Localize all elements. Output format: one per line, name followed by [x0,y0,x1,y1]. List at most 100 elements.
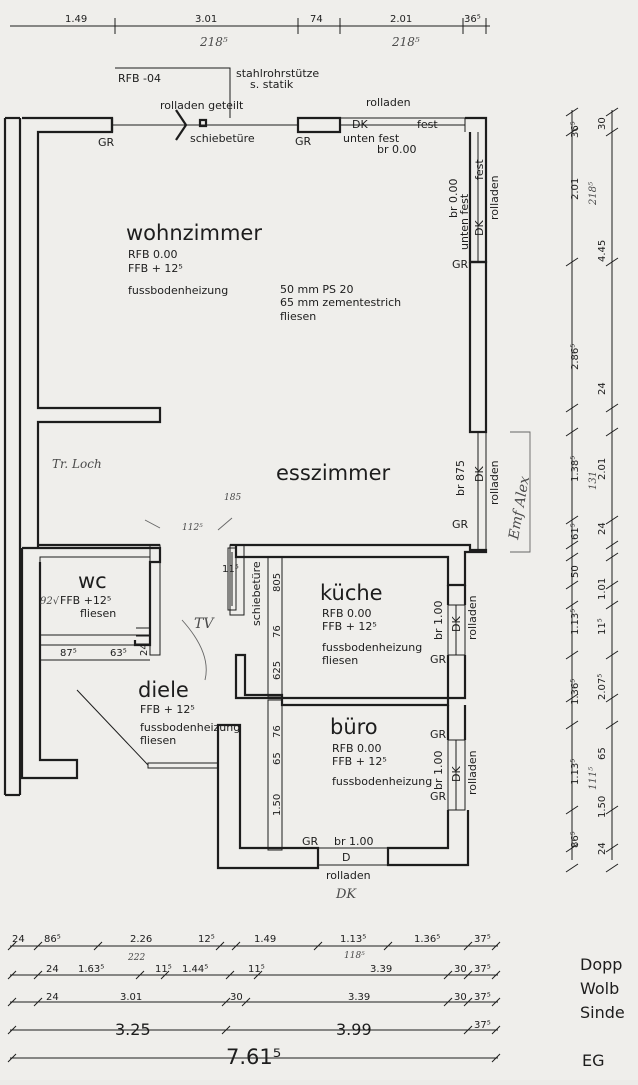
b4-1: 3.25 [115,1020,151,1039]
title-block: Dopp Wolb Sinde EG [580,955,625,1070]
kueche-ffb: FFB + 12⁵ [322,620,377,633]
kueche-dim-76: 76 [272,625,283,638]
diele-title: diele [138,678,189,702]
dimension-tick [491,970,501,980]
buero-dim-150: 1.50 [272,794,283,816]
rd-8: 2.01 [597,458,608,480]
dimension-tick [605,863,619,873]
b1-2: 86⁵ [44,934,61,945]
rd-hand-1: 218⁵ [588,182,599,206]
top-dim-3: 74 [310,14,323,25]
rd-10: 24 [597,522,608,535]
kueche-dk: DK [450,616,463,632]
gr-label-4: GR [452,518,469,531]
b3-6: 37⁵ [474,992,491,1003]
top-dim-5: 36⁵ [464,14,481,25]
diele-fliesen: fliesen [140,734,176,747]
rd-16: 2.07⁵ [597,674,608,700]
buero-bottom-d: D [342,851,350,864]
dimension-tick [33,997,43,1007]
rd-13: 1.13⁵ [570,609,581,635]
top-dk-label: DK [352,118,368,131]
dimension-tick [565,403,579,413]
gr-label-2: GR [295,135,312,148]
dimension-tick [565,257,579,267]
wohnzimmer-spec-2: 65 mm zementestrich [280,296,401,309]
dimension-tick [443,997,453,1007]
rw-unten-fest: unten fest [458,193,471,250]
dimension-tick [463,941,473,951]
b2-7: 30 [454,964,467,975]
b1-5: 1.49 [254,934,276,945]
buero-ffb: FFB + 12⁵ [332,755,387,768]
wc-fliesen: fliesen [80,607,116,620]
stahl-label-2: s. statik [250,78,294,91]
dimension-tick [135,970,145,980]
walls [3,109,488,870]
buero-rolladen: rolladen [466,750,479,795]
dimension-tick [7,1053,17,1063]
right-window-labels: br 0.00 unten fest DK fest rolladen br 8… [447,159,501,505]
dimension-tick [7,997,17,1007]
top-hand-2: 218⁵ [391,35,420,49]
room-diele: diele FFB + 12⁵ fussbodenheizung fliesen [138,678,240,747]
b1-hand-2: 118⁵ [344,951,365,961]
wohnzimmer-heating: fussbodenheizung [128,284,228,297]
top-dim-1: 1.49 [65,14,87,25]
rw-rolladen2: rolladen [488,460,501,505]
top-dim-2: 3.01 [195,14,217,25]
dimension-tick [33,941,43,951]
dimension-tick [565,540,579,550]
buero-dim-76: 76 [272,725,283,738]
kueche-gr: GR [430,653,447,666]
dimension-tick [463,970,473,980]
stahl-label-1: stahlrohrstütze [236,67,319,80]
top-fest-label: fest [417,118,438,131]
dimension-tick [93,941,103,951]
dimension-tick [565,843,579,853]
dimension-tick [491,1053,501,1063]
b2-4: 1.44⁵ [182,964,208,975]
dimension-tick [605,107,619,117]
b2-6: 3.39 [370,964,392,975]
inner-dim-115: 11⁵ [222,564,239,575]
rd-hand-2: 131 [588,471,599,490]
dimension-tick [565,580,579,590]
inner-dim-875: 87⁵ [60,648,77,659]
kueche-title: küche [320,581,383,605]
rd-19: 1.50 [597,796,608,818]
rd-11: 50 [570,565,581,578]
kueche-dim-805: 805 [272,573,283,592]
dimension-tick [605,805,619,815]
buero-dk: DK [450,766,463,782]
buero-gr-2: GR [430,790,447,803]
buero-gr-1: GR [430,728,447,741]
b1-1: 24 [12,934,25,945]
rd-18: 65 [597,747,608,760]
dimension-tick [160,970,170,980]
b3-4: 3.39 [348,992,370,1003]
dimension-tick [565,600,579,610]
gr-label-1: GR [98,136,115,149]
rd-2: 30 [597,117,608,130]
gr-label-3: GR [452,258,469,271]
wohnzimmer-spec-3: fliesen [280,310,316,323]
dimension-tick [565,515,579,525]
esszimmer-title: esszimmer [276,461,390,485]
dimension-tick [605,650,619,660]
top-notes: RFB -04 stahlrohrstütze s. statik rollad… [98,67,469,531]
rd-5: 2.86⁵ [570,344,581,370]
dimension-tick [605,693,619,703]
buero-bottom-rolladen: rolladen [326,869,371,882]
kueche-rfb: RFB 0.00 [322,607,372,620]
pencil-185: 185 [224,493,241,503]
pencil-trloch: Tr. Loch [52,457,102,471]
room-wc: wc FFB +12⁵ fliesen 92√ [40,569,116,620]
room-buero: büro RFB 0.00 FFB + 12⁵ fussbodenheizung… [272,715,479,882]
top-br000-label: br 0.00 [377,143,417,156]
dimension-tick [565,650,579,660]
wc-note: 92√ [40,596,60,607]
dimension-tick [383,941,393,951]
wohnzimmer-ffb: FFB + 12⁵ [128,262,183,275]
